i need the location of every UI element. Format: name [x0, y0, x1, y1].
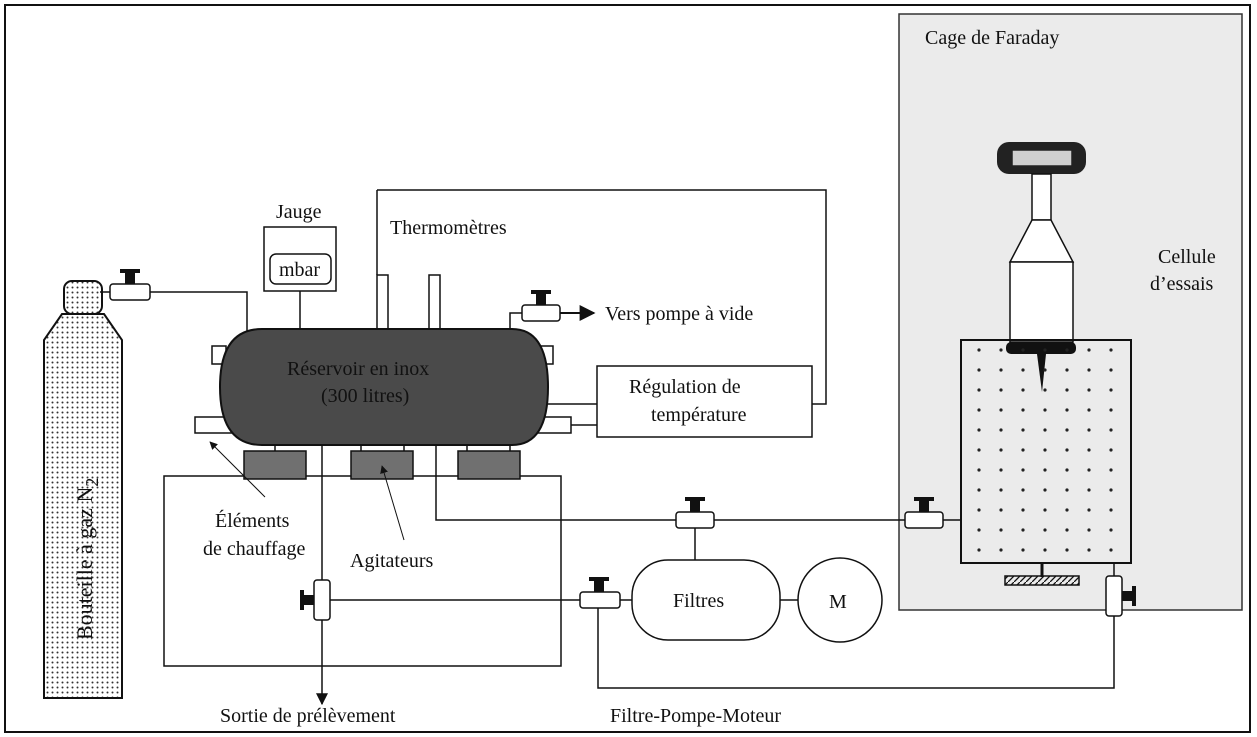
- cellule-label-2: d’essais: [1150, 273, 1214, 295]
- filtre-pompe-label: Filtre-Pompe-Moteur: [610, 705, 781, 727]
- faraday-cage-label: Cage de Faraday: [925, 27, 1059, 49]
- sortie-label: Sortie de prélèvement: [220, 705, 396, 727]
- valve-cell-inlet[interactable]: [904, 497, 944, 529]
- test-cell: [960, 339, 1132, 564]
- regulation-label-1: Régulation de: [629, 376, 741, 398]
- valve-cell-outlet[interactable]: [1105, 575, 1136, 617]
- thermometer-2: [428, 274, 441, 334]
- jauge-unit: mbar: [279, 259, 320, 281]
- agitator-1: [243, 450, 307, 480]
- reservoir-label-2: (300 litres): [321, 385, 409, 407]
- bouteille-label: Bouteille à gaz N2: [72, 478, 102, 640]
- thermometer-1: [376, 274, 389, 334]
- elements-label-2: de chauffage: [203, 538, 305, 560]
- reservoir-label-1: Réservoir en inox: [287, 358, 429, 380]
- motor: [797, 557, 883, 643]
- elements-label-1: Éléments: [215, 509, 290, 532]
- filtres-label: Filtres: [673, 590, 724, 612]
- agitator-2: [350, 450, 414, 480]
- vide-label: Vers pompe à vide: [605, 303, 753, 325]
- jauge-label: Jauge: [276, 201, 322, 223]
- regulation-label-2: température: [651, 404, 747, 426]
- agitateurs-label: Agitateurs: [350, 550, 434, 572]
- reservoir-tank: [218, 328, 550, 446]
- valve-vacuum[interactable]: [521, 290, 561, 322]
- regulation-box: [596, 365, 813, 438]
- thermometres-label: Thermomètres: [390, 217, 507, 239]
- valve-n2[interactable]: [109, 269, 151, 301]
- motor-label: M: [829, 591, 847, 613]
- agitator-3: [457, 450, 521, 480]
- cell-stand: [1004, 575, 1080, 586]
- nitrogen-bottle: [43, 280, 123, 699]
- cellule-label-1: Cellule: [1158, 246, 1216, 268]
